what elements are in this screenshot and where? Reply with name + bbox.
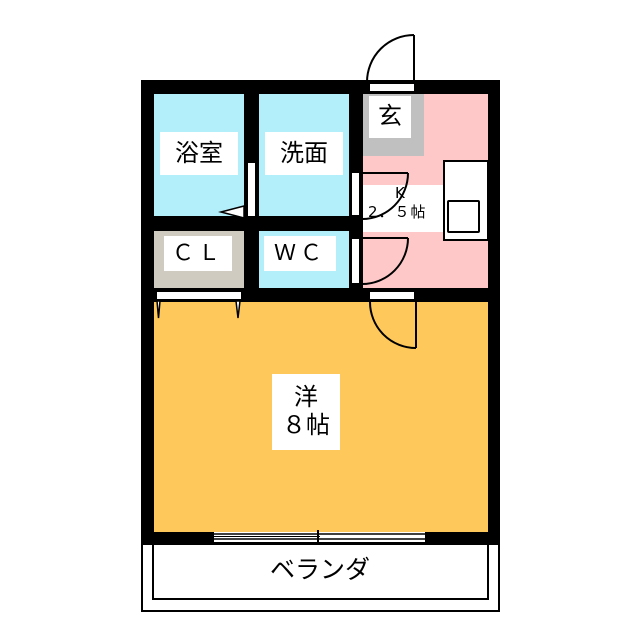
wc-door-icon xyxy=(361,237,409,285)
kitchen-label-size: 2．５帖 xyxy=(368,203,427,221)
wc-label: ＷＣ xyxy=(264,236,336,271)
western-door-icon xyxy=(369,301,417,349)
washroom-door-opening xyxy=(351,172,360,216)
kitchen-label-k: K xyxy=(395,184,405,202)
veranda-inner xyxy=(152,540,489,600)
western-room-type: 洋 xyxy=(294,383,318,412)
sliding-window-icon xyxy=(214,530,425,544)
entrance-door-icon xyxy=(366,34,415,83)
closet-label: ＣＬ xyxy=(164,236,232,271)
sink-icon xyxy=(447,200,480,233)
closet-door-icon xyxy=(156,300,161,319)
washroom-label: 洗面 xyxy=(265,132,343,175)
genkan-label: 玄 xyxy=(369,96,411,138)
bath-door-opening xyxy=(247,162,256,217)
bath-label: 浴室 xyxy=(160,132,238,175)
closet-door-icon xyxy=(235,300,241,319)
wc-door-opening xyxy=(351,238,360,284)
closet-opening xyxy=(156,291,242,300)
western-room-label: 洋 ８帖 xyxy=(272,374,340,450)
western-room-size: ８帖 xyxy=(282,411,330,439)
veranda-label: ベランダ xyxy=(269,554,370,584)
kitchen-door-icon xyxy=(361,172,409,220)
entrance-opening xyxy=(369,83,415,92)
western-door-opening xyxy=(369,291,415,300)
bath-door-icon xyxy=(218,205,245,219)
